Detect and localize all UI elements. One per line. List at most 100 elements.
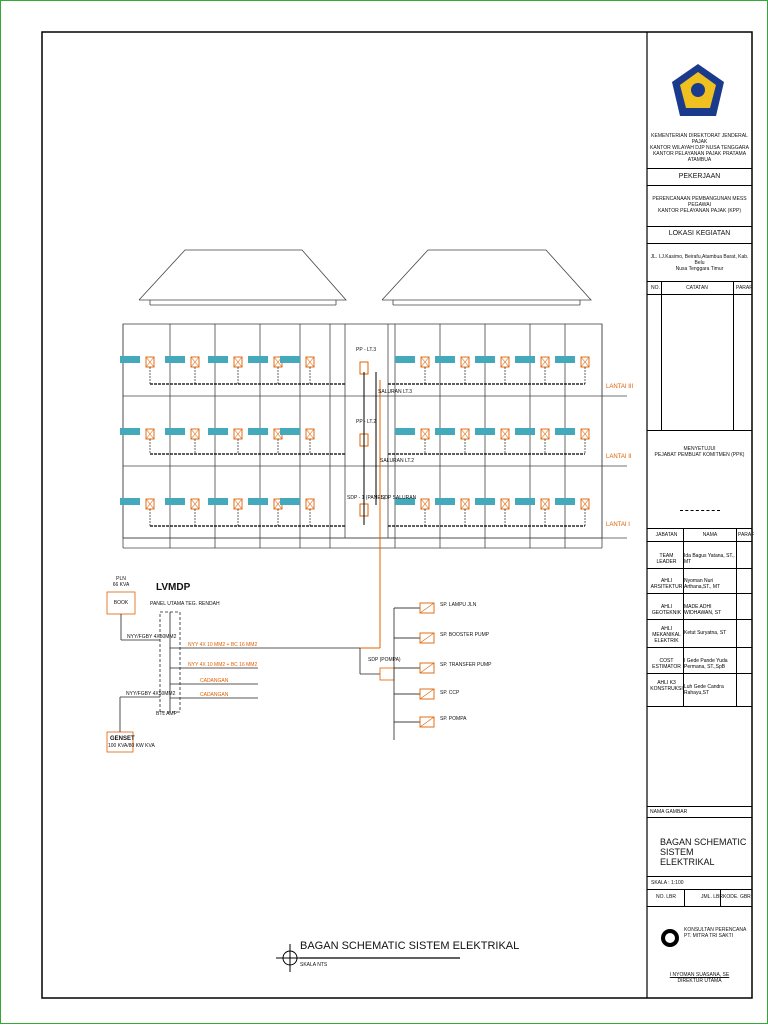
room-panel-icon	[145, 498, 155, 510]
room-tag	[248, 498, 268, 505]
room-panel-icon	[420, 428, 430, 440]
drawing-name-line: SISTEM ELEKTRIKAL	[660, 847, 715, 867]
divider	[647, 185, 752, 186]
room-tag	[555, 428, 575, 435]
room-panel-icon	[540, 498, 550, 510]
room-panel-icon	[145, 428, 155, 440]
sdp-pompa-box	[379, 667, 395, 681]
divider	[647, 294, 752, 295]
divider	[647, 706, 752, 707]
staff-role: COST ESTIMATOR	[652, 658, 681, 670]
roof-left	[138, 249, 347, 306]
cable-label: NYY/FGBY 4X50MM2	[126, 691, 176, 697]
staff-nama-header: NAMA	[702, 532, 718, 538]
divider	[647, 817, 752, 818]
room-panel-icon	[460, 356, 470, 368]
riser-label: SDP SALURAN	[381, 495, 417, 501]
divider	[647, 528, 752, 529]
room-circuits	[120, 356, 590, 527]
lokasi-text: JL. I.J.Kasimo, Beirafu,Atambua Barat, K…	[649, 254, 750, 272]
room-tag	[248, 356, 268, 363]
feeder-label: NYY 4X 10 MM2 + BC 16 MM2	[188, 662, 258, 668]
room-panel-icon	[145, 356, 155, 368]
sdp-output-label: SP. TRANSFER PUMP	[440, 662, 492, 668]
room-tag	[515, 356, 535, 363]
room-panel-icon	[540, 428, 550, 440]
sdp-output-box	[419, 662, 435, 674]
lokasi-line: JL. I.J.Kasimo, Beirafu,Atambua Barat, K…	[650, 254, 749, 266]
room-tag	[475, 356, 495, 363]
sdp-output-box	[419, 662, 435, 674]
room-tag	[120, 428, 140, 435]
drawing-name: BAGAN SCHEMATIC SISTEM ELEKTRIKAL	[660, 837, 748, 867]
notes-paraf-header: PARAF	[736, 285, 753, 291]
feeder-label: NYY 4X 10 MM2 + BC 16 MM2	[188, 642, 258, 648]
room-panel-icon	[305, 428, 315, 440]
divider	[647, 806, 752, 807]
room-tag	[395, 498, 415, 505]
lokasi-line: Nusa Tenggara Timur	[675, 266, 724, 272]
consultant-line: PT. MITRA TRI SAKTI	[684, 933, 734, 939]
lvmdp-title: LVMDP	[156, 582, 191, 593]
nama-gambar-label: NAMA GAMBAR	[650, 809, 688, 815]
divider	[720, 889, 721, 906]
roof-right	[381, 249, 592, 306]
room-panel-icon	[305, 498, 315, 510]
breaker-label: BTL AMP	[156, 711, 177, 717]
sdp-output-box	[419, 632, 435, 644]
pln-label: PLN 66 KVA	[108, 576, 134, 588]
room-panel-icon	[500, 428, 510, 440]
pln-box-text: BOOK	[113, 600, 129, 606]
consultant-line: KONSULTAN PERENCANA	[684, 927, 747, 933]
staff-role: AHLI ARSITEKTUR	[650, 578, 683, 590]
riser-label: SALURAN LT.2	[380, 458, 415, 464]
sdp-label: SDP (POMPA)	[368, 657, 401, 663]
room-panel-icon	[233, 498, 243, 510]
floor-label: LANTAI II	[606, 454, 632, 460]
genset-label: GENSET	[110, 736, 135, 742]
staff-paraf-header: PARAF	[738, 532, 755, 538]
lvmdp-section	[106, 591, 395, 753]
approval-block: MENYETUJUI PEJABAT PEMBUAT KOMITMEN (PPK…	[649, 446, 750, 458]
divider	[684, 889, 685, 906]
divider	[661, 281, 662, 430]
divider	[647, 168, 752, 169]
jml-lbr-label: JML. LBR	[701, 894, 723, 900]
pekerjaan-text: PERENCANAAN PEMBANGUNAN MESS PEGAWAI KAN…	[649, 196, 750, 214]
room-tag	[555, 356, 575, 363]
room-tag	[280, 356, 300, 363]
institution-line: KEMENTERIAN DIREKTORAT JENDERAL PAJAK	[651, 133, 748, 145]
room-tag	[435, 356, 455, 363]
riser-lines	[360, 372, 435, 728]
divider	[647, 906, 752, 907]
sdp-output-label: SP. LAMPU JLN	[440, 602, 477, 608]
sdp-output-box	[419, 716, 435, 728]
room-tag	[165, 428, 185, 435]
divider	[647, 243, 752, 244]
room-tag	[120, 356, 140, 363]
divider	[647, 430, 752, 431]
sdp-output-box	[419, 688, 435, 700]
room-panel-icon	[190, 498, 200, 510]
sdp-output-box	[419, 716, 435, 728]
no-lbr-label: NO. LBR	[656, 894, 677, 900]
north-arrow-icon	[276, 944, 460, 972]
room-tag	[395, 356, 415, 363]
staff-name: Ida Bagus Yatana, ST., MT	[684, 553, 735, 565]
room-panel-icon	[420, 498, 430, 510]
genset-sub: 100 KVA/80 KW KVA	[108, 743, 155, 749]
drawing-title: BAGAN SCHEMATIC SISTEM ELEKTRIKAL	[300, 940, 520, 952]
sdp-output-box	[419, 688, 435, 700]
staff-role: AHLI GEOTEKNIK	[651, 604, 682, 616]
divider	[647, 568, 752, 569]
sdp-output-label: SP. BOOSTER PUMP	[440, 632, 490, 638]
panel-label: PP - LT.2	[356, 419, 377, 425]
institution-block: KEMENTERIAN DIREKTORAT JENDERAL PAJAK KA…	[649, 133, 750, 163]
room-tag	[165, 498, 185, 505]
approval-line: MENYETUJUI	[683, 446, 716, 452]
room-panel-icon	[540, 356, 550, 368]
divider	[647, 889, 752, 890]
pln-label-line: 66 KVA	[112, 582, 130, 588]
room-tag	[248, 428, 268, 435]
